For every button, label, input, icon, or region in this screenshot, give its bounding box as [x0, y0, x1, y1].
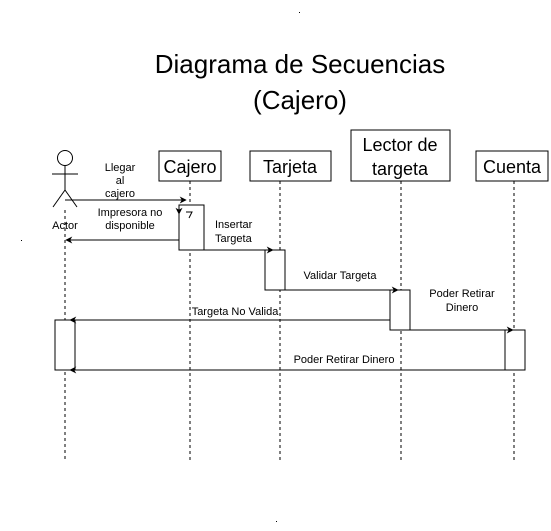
message-label-llegar-1: Llegar: [105, 162, 136, 174]
lifeline-label-cuenta: Cuenta: [483, 157, 542, 177]
lifeline-label-cajero: Cajero: [163, 157, 216, 177]
message-label-insertar-2: Targeta: [215, 233, 253, 245]
message-label-llegar-3: cajero: [105, 188, 135, 200]
lifeline-box-cuenta: [475, 150, 549, 182]
message-label-poder-2: Dinero: [446, 302, 478, 314]
diagram-title-line2: (Cajero): [253, 85, 347, 115]
diagram-title-line1: Diagrama de Secuencias: [155, 49, 446, 79]
activation-actor: [54, 319, 76, 371]
actor-label: Actor: [52, 220, 78, 232]
lifeline-label-lector-1: Lector de: [362, 135, 437, 155]
lifeline-box-cajero: [158, 150, 222, 182]
self-arrow-glyph: [186, 211, 193, 219]
stray-dot: [299, 12, 300, 13]
activation-lector: [389, 289, 411, 331]
lifeline-box-lector: [350, 129, 451, 182]
stray-dot: [276, 521, 277, 522]
message-label-no-valida: Targeta No Valida: [192, 306, 280, 318]
message-label-impresora-1: Impresora no: [98, 207, 163, 219]
message-label-poder-1: Poder Retirar: [429, 288, 495, 300]
message-label-impresora-2: disponible: [105, 220, 155, 232]
message-label-validar: Validar Targeta: [304, 270, 378, 282]
lifeline-label-tarjeta: Tarjeta: [263, 157, 318, 177]
message-label-llegar-2: al: [116, 175, 125, 187]
stray-dot: [21, 240, 22, 241]
message-label-poder-return: Poder Retirar Dinero: [294, 354, 395, 366]
message-label-insertar-1: Insertar: [215, 219, 253, 231]
lifeline-label-lector-2: targeta: [372, 159, 429, 179]
activation-cuenta: [504, 329, 526, 371]
lifeline-box-tarjeta: [249, 150, 332, 182]
activation-tarjeta: [264, 249, 286, 291]
actor-stick-figure-icon: [52, 150, 78, 208]
